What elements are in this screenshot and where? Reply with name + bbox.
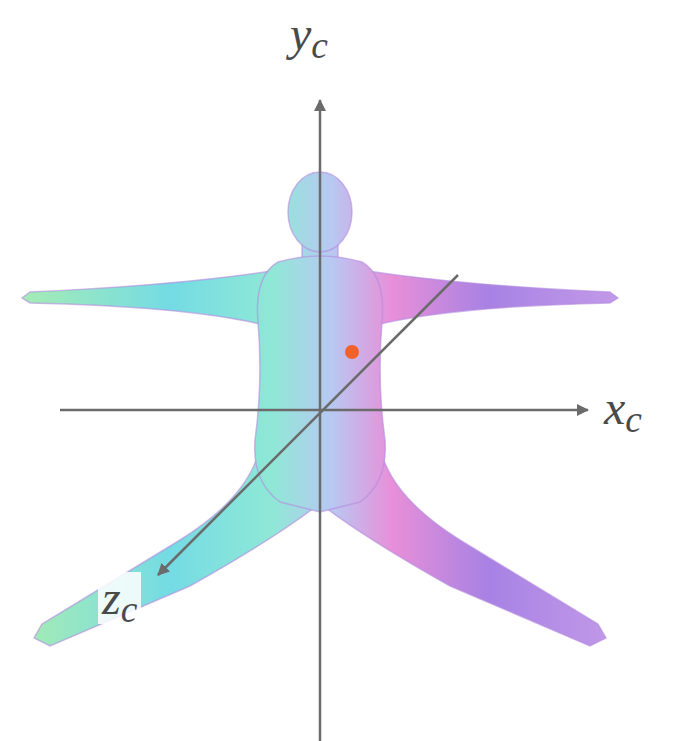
z-axis xyxy=(158,275,458,575)
axis-label: xc xyxy=(600,382,646,434)
axis-label: yc xyxy=(286,8,332,60)
axis-label: zc xyxy=(98,572,141,624)
marker-dot xyxy=(345,345,359,359)
y-axis xyxy=(319,100,322,741)
